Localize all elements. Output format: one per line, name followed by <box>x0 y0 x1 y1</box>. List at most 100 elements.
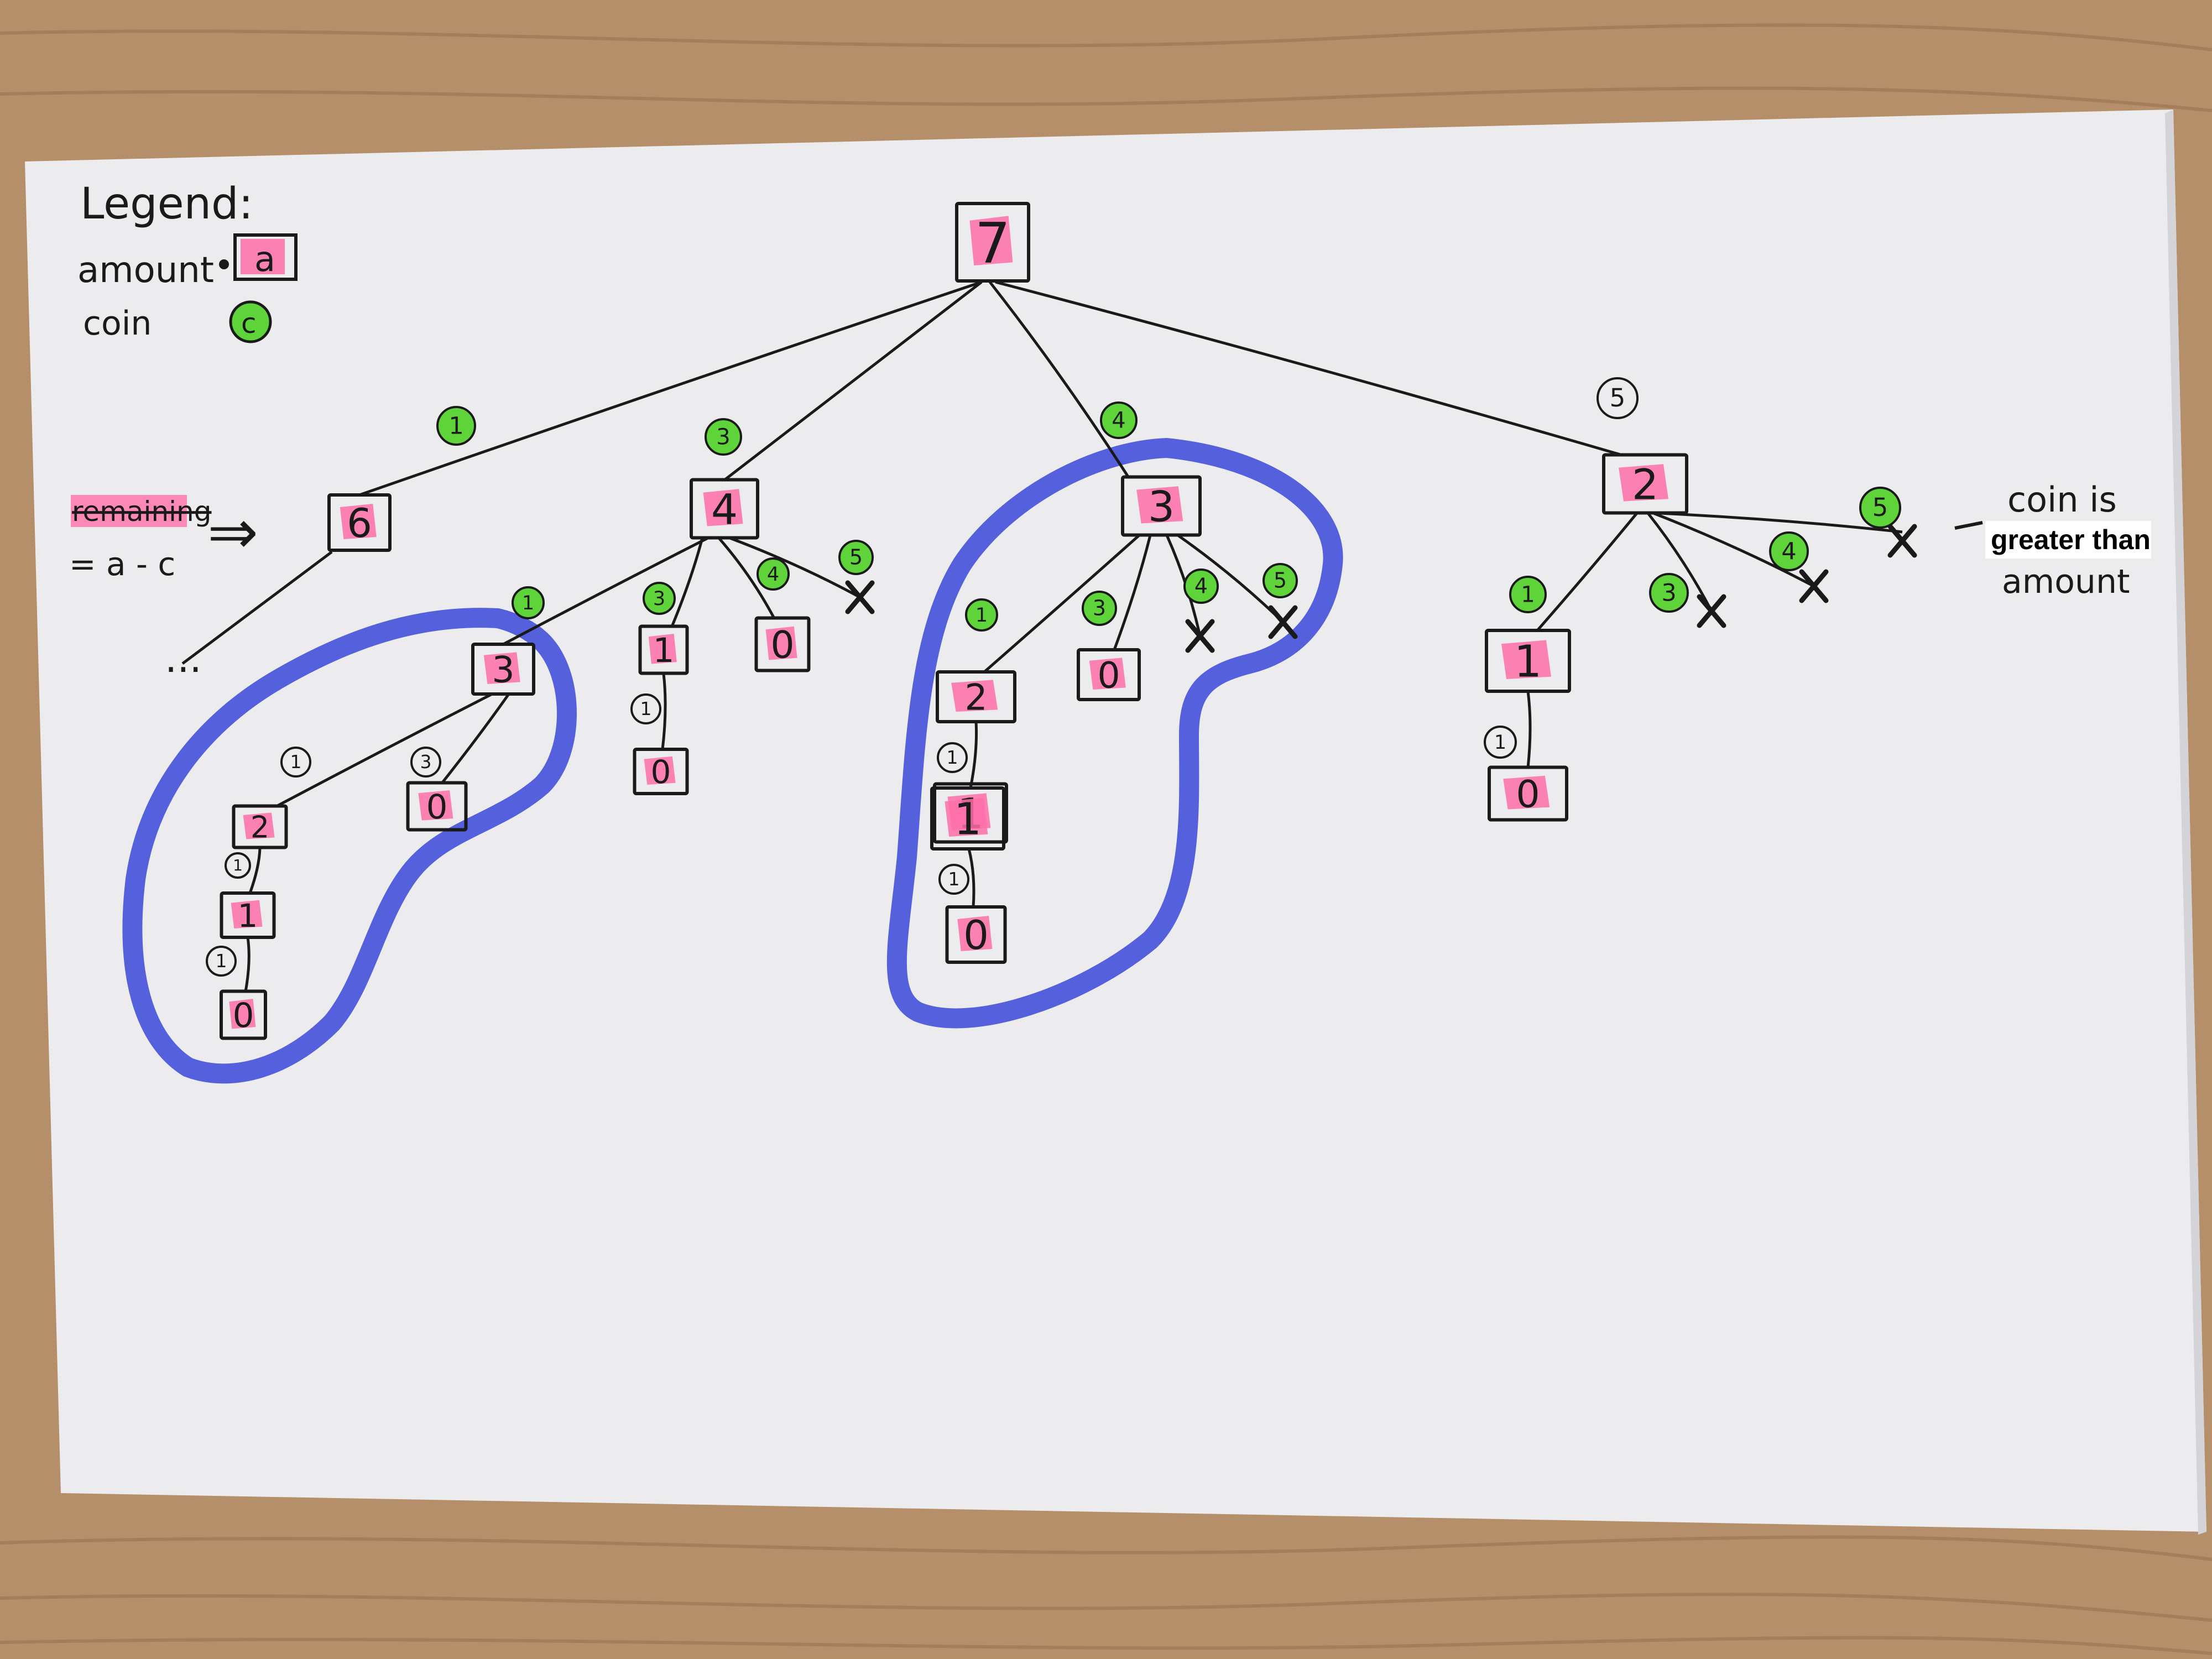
coin-label: 5 <box>838 540 874 575</box>
amount-value: 3 <box>492 649 514 691</box>
amount-node: 0 <box>754 616 811 672</box>
amount-node: 3 <box>471 643 535 696</box>
coin-label: 1 <box>1509 576 1547 613</box>
coin-label: 1 <box>512 586 545 619</box>
tree-edge <box>967 848 975 907</box>
coin-label: 1 <box>1484 726 1517 759</box>
amount-value: 1 <box>653 631 675 670</box>
amount-nodes: 76432310020101021010 <box>220 202 1688 1040</box>
legend-amount-box <box>233 233 298 281</box>
legend-amount-label: amount <box>77 250 214 291</box>
coin-value: 4 <box>1781 538 1796 565</box>
coin-label: 4 <box>1183 568 1219 604</box>
coin-label: 3 <box>1649 573 1689 613</box>
coin-label: 4 <box>1769 531 1809 571</box>
coin-value: 1 <box>448 412 463 440</box>
coin-label: 1 <box>937 742 968 773</box>
amount-node: 6 <box>327 493 392 552</box>
tree-edge <box>181 550 333 665</box>
amount-value: 2 <box>251 810 269 845</box>
amount-node: 0 <box>220 989 267 1040</box>
coin-value: 5 <box>1274 568 1287 593</box>
amount-value: 0 <box>426 787 448 827</box>
pruned-x-mark <box>1268 605 1298 639</box>
tree-edge <box>248 847 262 894</box>
amount-node: 2 <box>936 670 1016 723</box>
coin-label: 3 <box>410 747 441 778</box>
coin-value: 4 <box>1112 408 1125 433</box>
legend-coin-circle <box>229 300 272 343</box>
amount-value: 3 <box>1148 482 1175 531</box>
tree-edge <box>661 673 667 750</box>
coin-value: 4 <box>1194 574 1208 598</box>
legend-coin-label: coin <box>83 304 152 343</box>
coin-value: 1 <box>975 604 988 627</box>
note-line1: coin is <box>2007 479 2117 520</box>
legend-coin-symbol: c <box>241 307 257 340</box>
tree-edges <box>181 280 1903 992</box>
tree-edge <box>1113 535 1152 650</box>
amount-value: 0 <box>651 753 671 791</box>
coin-label: 1 <box>206 946 237 977</box>
coin-value: 1 <box>522 592 534 614</box>
coin-label: 1 <box>938 864 969 895</box>
coin-labels: 1 3 4 5 1 3 4 5 1 3 1 1 1 1 3 4 5 1 1 1 3 4 5 1 <box>206 377 1901 977</box>
tree-edge <box>1658 512 1903 534</box>
coin-value: 1 <box>1521 582 1535 607</box>
legend-dot <box>219 259 229 269</box>
ellipsis: ... <box>165 636 202 681</box>
coin-value: 1 <box>640 698 652 719</box>
amount-node: 1 <box>930 786 1005 851</box>
amount-node: 4 <box>690 478 759 540</box>
paper-shadow <box>2165 109 2206 1535</box>
tree-edge <box>729 536 861 599</box>
pruned-x-mark <box>1185 619 1215 653</box>
amount-value: 2 <box>1632 460 1658 509</box>
legend-amount-highlight <box>241 239 285 274</box>
group-outline-left <box>122 608 577 1084</box>
coin-value: 3 <box>1661 579 1676 607</box>
pruned-branches <box>845 524 1917 653</box>
amount-node: 1 <box>1485 629 1571 693</box>
coin-value: 5 <box>1872 493 1888 522</box>
coin-value: 3 <box>716 424 730 450</box>
formula-line2: = a - c <box>69 545 175 583</box>
coin-label: 1 <box>225 852 251 879</box>
tree-edge <box>502 536 709 646</box>
amount-node: 0 <box>406 781 468 832</box>
note-dash <box>1954 521 1983 530</box>
amount-value: 4 <box>711 484 738 534</box>
amount-value: 1 <box>954 794 982 845</box>
legend: Legend: amount a coin c <box>77 179 298 343</box>
pruned-x-mark <box>1887 524 1917 558</box>
coin-label: 1 <box>280 747 311 778</box>
amount-value: 0 <box>1097 655 1120 696</box>
tree-edge <box>983 534 1140 673</box>
amount-value: 0 <box>233 996 254 1035</box>
coin-value: 5 <box>1610 383 1626 413</box>
tree-edge <box>1536 512 1638 632</box>
amount-node: 2 <box>1602 453 1688 515</box>
coin-value: 1 <box>216 950 227 972</box>
amount-value: 0 <box>963 912 989 958</box>
wood-grain <box>0 23 2212 1655</box>
coin-label: 3 <box>643 582 676 615</box>
coin-label: 1 <box>436 406 476 446</box>
note-line2: greater than <box>1991 524 2151 555</box>
tree-edge <box>723 281 983 481</box>
pruned-x-mark <box>1799 569 1829 603</box>
amount-node: 0 <box>1077 648 1141 701</box>
tree-edge <box>244 937 251 992</box>
coin-label: 5 <box>1597 377 1639 419</box>
coin-greater-note: coin is greater than amount <box>1954 479 2151 601</box>
amount-node: 7 <box>955 202 1030 283</box>
amount-node: 0 <box>945 905 1007 964</box>
coin-label: 1 <box>630 693 661 724</box>
tree-edge <box>275 692 493 808</box>
amount-value: 1 <box>1514 637 1542 687</box>
tree-edge <box>441 693 510 784</box>
coin-value: 1 <box>947 747 958 768</box>
amount-value: 7 <box>975 210 1010 275</box>
legend-amount-symbol: a <box>254 239 275 279</box>
